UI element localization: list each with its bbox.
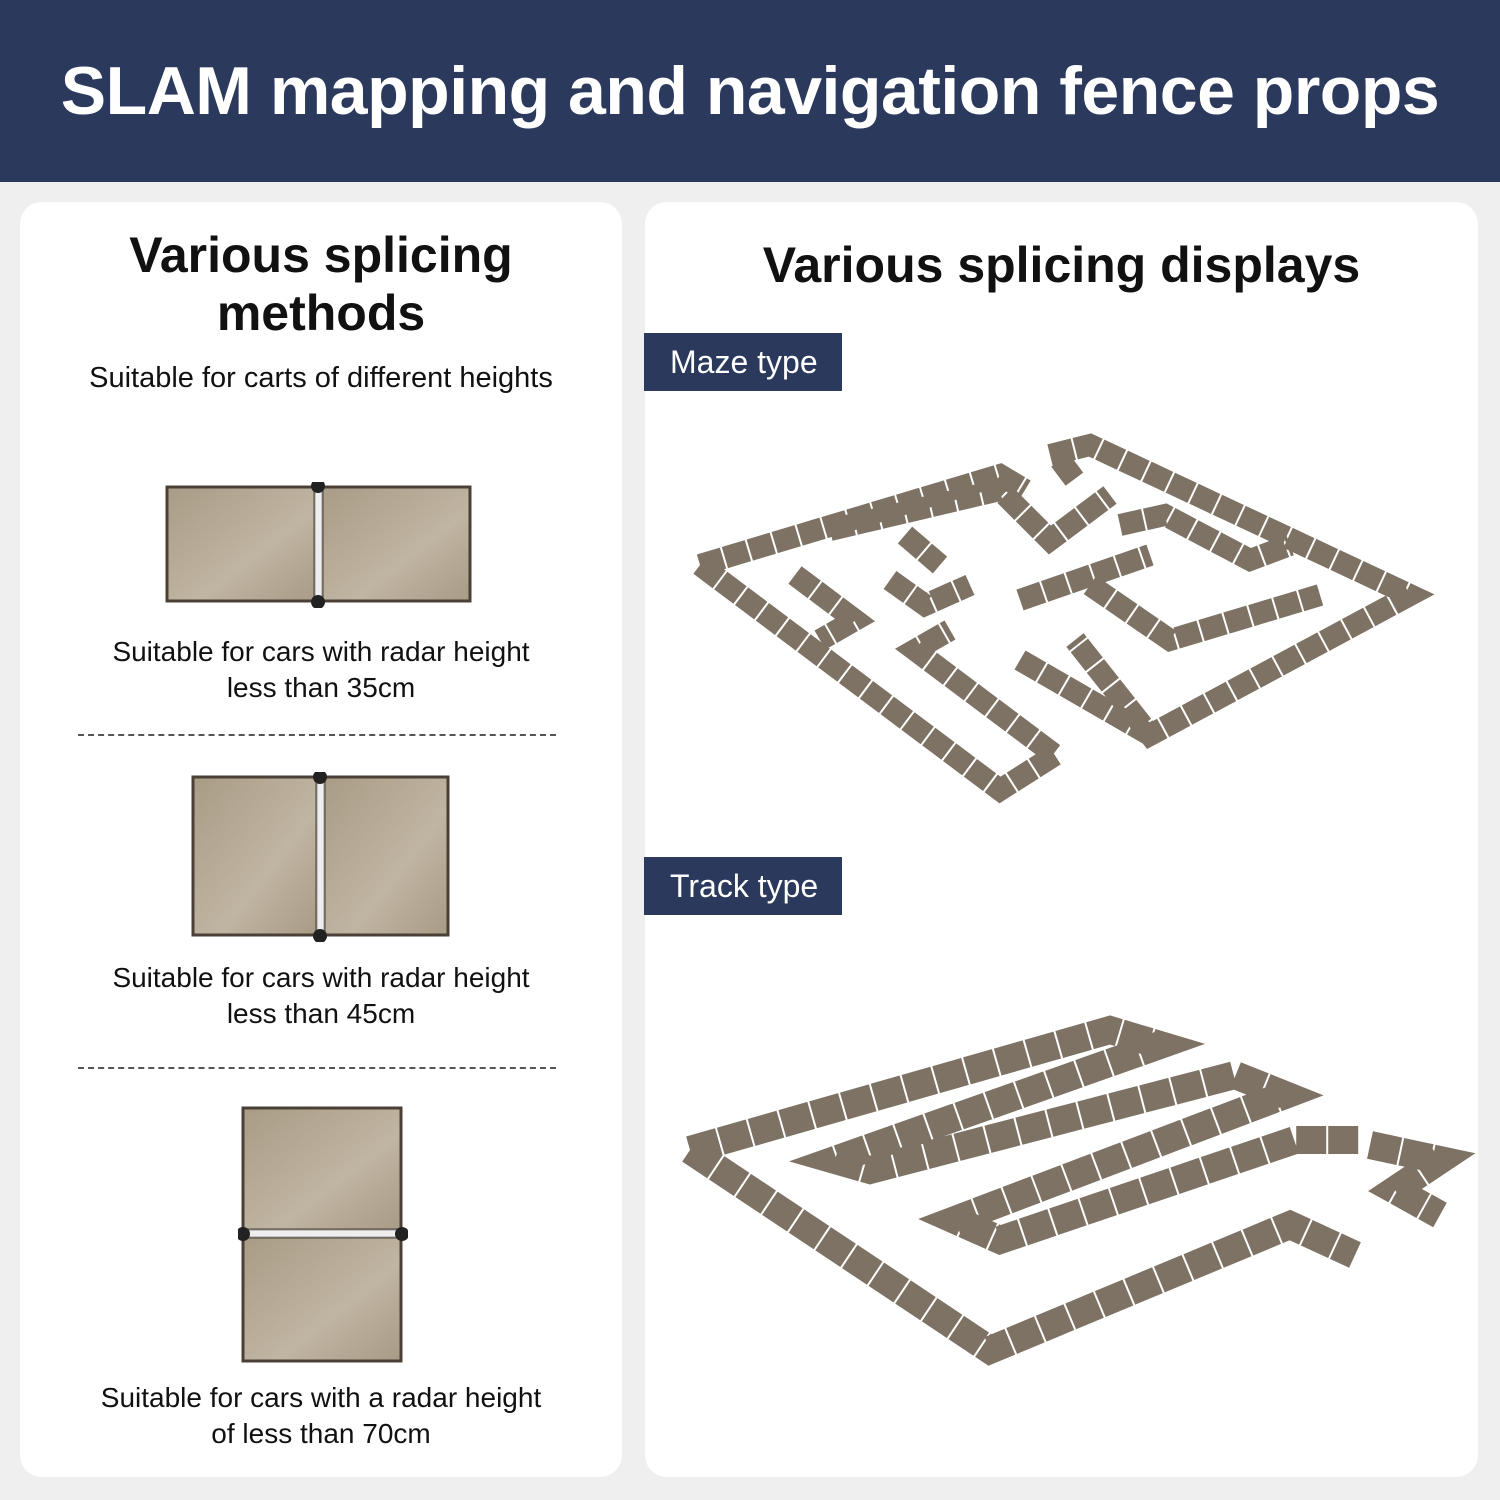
panel-title: Various splicing methods	[129, 227, 513, 341]
fence-vertical-stack-image	[238, 1106, 408, 1363]
page-title: SLAM mapping and navigation fence props	[60, 53, 1440, 129]
option-caption-70cm: Suitable for cars with a radar height of…	[100, 1382, 542, 1449]
option-caption-45cm: Suitable for cars with radar height less…	[112, 962, 530, 1029]
fence-horizontal-tall-image	[191, 772, 450, 942]
panel-subtitle: Suitable for carts of different heights	[89, 362, 553, 394]
option-caption-35cm: Suitable for cars with radar height less…	[112, 636, 530, 703]
track-type-label: Track type	[644, 857, 843, 915]
divider	[78, 734, 556, 736]
header-banner: SLAM mapping and navigation fence props	[0, 0, 1500, 182]
divider	[78, 1067, 556, 1069]
panel-title: Various splicing displays	[762, 237, 1361, 293]
splicing-methods-panel: Various splicing methods Suitable for ca…	[20, 202, 622, 1477]
maze-type-label: Maze type	[644, 333, 842, 391]
maze-fence-layout-image	[693, 433, 1435, 804]
track-fence-layout-image	[682, 1015, 1476, 1366]
panel-heading-group: Various splicing methods Suitable for ca…	[20, 226, 622, 396]
fence-horizontal-short-image	[165, 482, 472, 608]
splicing-displays-panel: Various splicing displays Maze type Trac…	[644, 202, 1478, 1477]
